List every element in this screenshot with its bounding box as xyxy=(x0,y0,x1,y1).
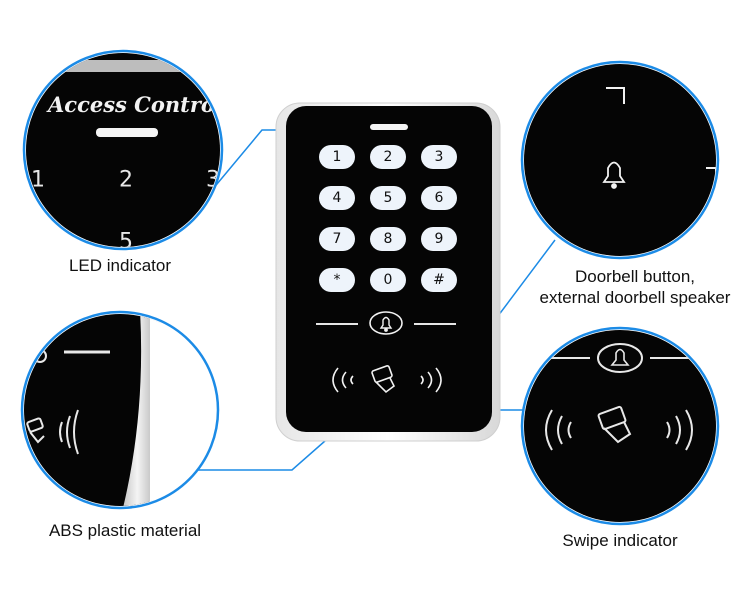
zoom-abs-plastic xyxy=(20,310,220,510)
bell-icon-zoomed xyxy=(602,161,626,189)
led-indicator-zoomed xyxy=(96,128,158,137)
doorbell-label: Doorbell button, external doorbell speak… xyxy=(520,266,750,308)
key-1[interactable]: 1 xyxy=(319,145,355,169)
key-2[interactable]: 2 xyxy=(370,145,406,169)
key-3[interactable]: 3 xyxy=(421,145,457,169)
zoom-key-1: 1 xyxy=(31,168,45,193)
key-0-label: 0 xyxy=(384,272,393,288)
zoom-key-5: 5 xyxy=(119,230,133,255)
key-8[interactable]: 8 xyxy=(370,227,406,251)
key-5-label: 5 xyxy=(384,190,393,206)
brand-text: Access Control xyxy=(46,92,223,117)
key-7[interactable]: 7 xyxy=(319,227,355,251)
key-8-label: 8 xyxy=(384,231,393,247)
zoom-led-indicator: Access Control 1 2 3 5 xyxy=(22,49,224,255)
swipe-area[interactable] xyxy=(332,365,442,394)
card-swipe-icon xyxy=(371,365,396,394)
key-star-label: * xyxy=(334,272,341,288)
doorbell-label-line1: Doorbell button, xyxy=(574,267,696,286)
key-9[interactable]: 9 xyxy=(421,227,457,251)
zoom-key-2: 2 xyxy=(119,168,133,193)
bell-icon xyxy=(379,316,393,332)
key-4[interactable]: 4 xyxy=(319,186,355,210)
key-7-label: 7 xyxy=(333,231,342,247)
key-hash[interactable]: # xyxy=(421,268,457,292)
key-star[interactable]: * xyxy=(319,268,355,292)
key-2-label: 2 xyxy=(384,149,393,165)
led-indicator-label: LED indicator xyxy=(68,256,172,275)
key-3-label: 3 xyxy=(435,149,444,165)
abs-plastic-label: ABS plastic material xyxy=(48,521,202,540)
key-0[interactable]: 0 xyxy=(370,268,406,292)
swipe-icon-zoomed xyxy=(545,405,693,451)
zoom-doorbell xyxy=(520,60,720,260)
keypad-device: 1 2 3 4 5 6 7 8 9 * 0 # xyxy=(275,102,501,442)
key-6-label: 6 xyxy=(435,190,444,206)
key-5[interactable]: 5 xyxy=(370,186,406,210)
key-hash-label: # xyxy=(433,272,445,288)
zoom-swipe-indicator xyxy=(520,326,720,526)
swipe-indicator-label: Swipe indicator xyxy=(562,531,678,550)
key-4-label: 4 xyxy=(333,190,342,206)
key-6[interactable]: 6 xyxy=(421,186,457,210)
keypad-grid: 1 2 3 4 5 6 7 8 9 * 0 # xyxy=(319,145,457,292)
key-9-label: 9 xyxy=(435,231,444,247)
doorbell-button[interactable] xyxy=(369,311,403,335)
led-indicator xyxy=(370,124,408,130)
key-1-label: 1 xyxy=(333,149,342,165)
doorbell-label-line2: external doorbell speaker xyxy=(539,288,731,307)
